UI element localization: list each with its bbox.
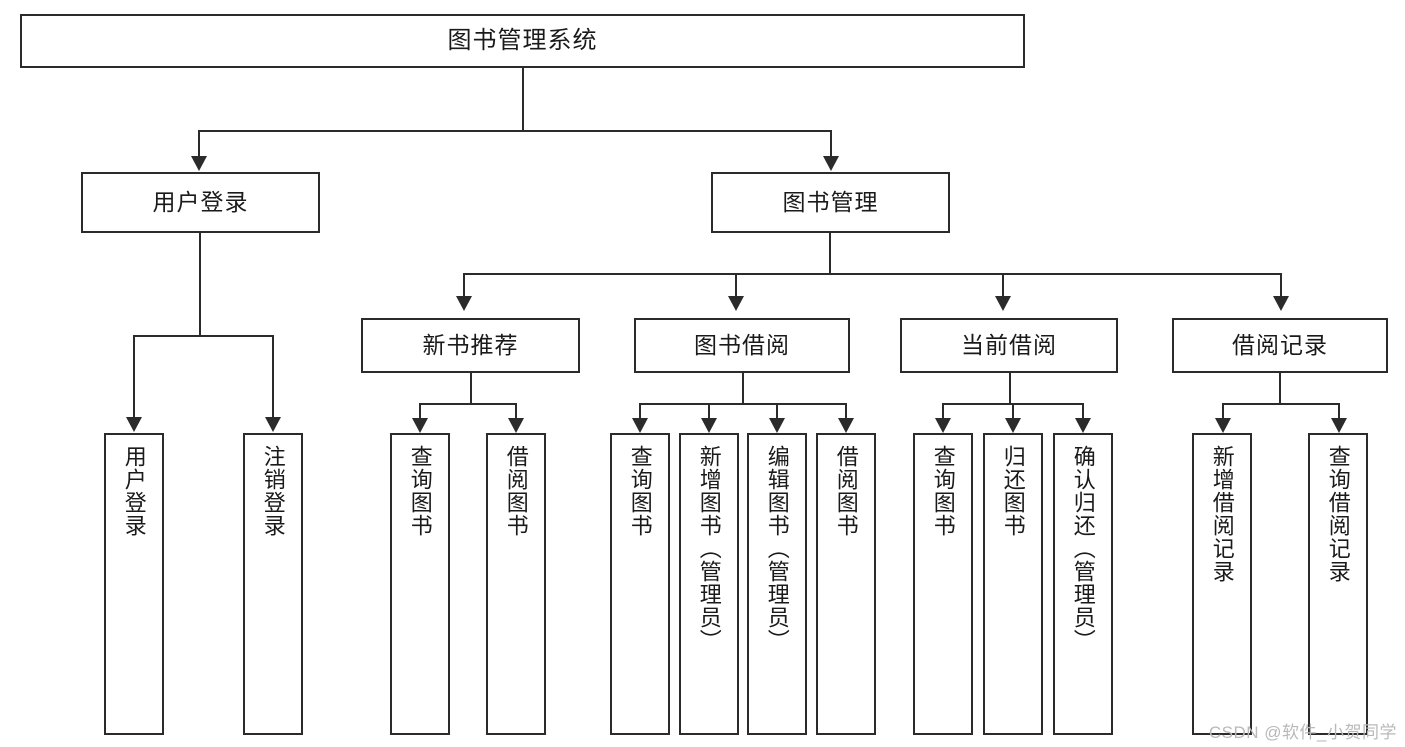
arrow-user-login-to-leaf-2 [265,417,281,432]
node-label: 编辑图书（管理员） [764,445,790,652]
node-label: 借阅图书 [833,445,859,537]
arrow-new-book-to-leaf-1 [412,418,428,433]
connector-current-borrow-to-leaf-1 [942,403,944,420]
connector-bm-to-current-borrow [1002,273,1004,298]
connector-borrow-record-to-leaf-2 [1338,403,1340,420]
leaf-current-borrow-3[interactable]: 确认归还（管理员） [1053,433,1113,735]
connector-borrow-record-to-leaf-1 [1222,403,1224,420]
connector-book-management-stem [829,233,831,273]
node-label: 用户登录 [152,188,249,215]
node-label: 图书借阅 [694,331,790,358]
arrow-bm-to-borrow-record [1273,296,1289,311]
leaf-new-book-2[interactable]: 借阅图书 [486,433,546,735]
leaf-borrow-record-2[interactable]: 查询借阅记录 [1308,433,1368,735]
leaf-book-borrow-1[interactable]: 查询图书 [610,433,670,735]
node-label: 确认归还（管理员） [1070,445,1096,652]
node-label: 查询图书 [407,445,433,537]
node-label: 查询图书 [627,445,653,537]
connector-current-borrow-to-leaf-2 [1012,403,1014,420]
node-label: 查询图书 [930,445,956,537]
connector-root-stem [522,68,524,130]
node-root-book-management-system[interactable]: 图书管理系统 [20,14,1025,68]
leaf-current-borrow-1[interactable]: 查询图书 [913,433,973,735]
connector-book-borrow-bus [639,403,845,405]
watermark-text: CSDN @软件_小贺同学 [1208,723,1397,742]
node-label: 用户登录 [121,445,147,537]
connector-book-borrow-to-leaf-2 [708,403,710,420]
node-label: 当前借阅 [961,331,1057,358]
arrow-book-borrow-to-leaf-4 [838,418,854,433]
connector-user-login-stem [199,233,201,335]
connector-bm-to-borrow-record [1280,273,1282,298]
connector-root-to-book-management [830,130,832,158]
arrow-current-borrow-to-leaf-2 [1005,418,1021,433]
arrow-bm-to-book-borrow [728,296,744,311]
arrow-bm-to-new-book [456,296,472,311]
node-borrow-record[interactable]: 借阅记录 [1172,318,1388,373]
leaf-borrow-record-1[interactable]: 新增借阅记录 [1192,433,1252,735]
arrow-new-book-to-leaf-2 [508,418,524,433]
arrow-book-borrow-to-leaf-1 [632,418,648,433]
connector-borrow-record-bus [1222,403,1338,405]
node-book-borrow[interactable]: 图书借阅 [634,318,850,373]
connector-book-borrow-stem [742,373,744,403]
arrow-borrow-record-to-leaf-1 [1215,418,1231,433]
node-label: 图书管理 [782,188,879,215]
leaf-book-borrow-4[interactable]: 借阅图书 [816,433,876,735]
connector-user-login-bus [133,335,273,337]
arrow-book-borrow-to-leaf-3 [769,418,785,433]
arrow-user-login-to-leaf-1 [126,417,142,432]
connector-current-borrow-stem [1009,373,1011,403]
node-current-borrow[interactable]: 当前借阅 [900,318,1118,373]
connector-bm-to-book-borrow [735,273,737,298]
node-label: 新增借阅记录 [1209,445,1235,583]
node-new-book-recommend[interactable]: 新书推荐 [361,318,580,373]
connector-book-borrow-to-leaf-1 [639,403,641,420]
connector-borrow-record-stem [1279,373,1281,403]
node-label: 归还图书 [1000,445,1026,537]
connector-new-book-stem [470,373,472,403]
node-label: 新书推荐 [422,331,519,358]
node-label: 注销登录 [260,445,286,537]
leaf-user-login-1[interactable]: 用户登录 [104,433,164,735]
connector-book-management-bus [463,273,1280,275]
connector-user-login-to-leaf-2 [272,335,274,419]
node-user-login[interactable]: 用户登录 [81,172,320,233]
arrow-borrow-record-to-leaf-2 [1331,418,1347,433]
node-label: 借阅记录 [1232,331,1328,358]
connector-new-book-bus [419,403,515,405]
connector-user-login-to-leaf-1 [133,335,135,419]
arrow-bm-to-current-borrow [995,296,1011,311]
leaf-new-book-1[interactable]: 查询图书 [390,433,450,735]
arrow-root-to-book-management [823,156,839,171]
connector-root-to-user-login [198,130,200,158]
node-label: 图书管理系统 [447,26,598,54]
node-book-management[interactable]: 图书管理 [711,172,950,233]
connector-root-bus [198,130,830,132]
connector-book-borrow-to-leaf-4 [845,403,847,420]
connector-new-book-to-leaf-1 [419,403,421,420]
node-label: 借阅图书 [503,445,529,537]
leaf-book-borrow-2[interactable]: 新增图书（管理员） [679,433,739,735]
leaf-current-borrow-2[interactable]: 归还图书 [983,433,1043,735]
node-label: 新增图书（管理员） [696,445,722,652]
leaf-book-borrow-3[interactable]: 编辑图书（管理员） [747,433,807,735]
connector-new-book-to-leaf-2 [515,403,517,420]
leaf-user-login-2[interactable]: 注销登录 [243,433,303,735]
arrow-book-borrow-to-leaf-2 [701,418,717,433]
connector-current-borrow-to-leaf-3 [1082,403,1084,420]
connector-book-borrow-to-leaf-3 [776,403,778,420]
arrow-root-to-user-login [191,156,207,171]
node-label: 查询借阅记录 [1325,445,1351,583]
arrow-current-borrow-to-leaf-3 [1075,418,1091,433]
connector-bm-to-new-book [463,273,465,298]
arrow-current-borrow-to-leaf-1 [935,418,951,433]
